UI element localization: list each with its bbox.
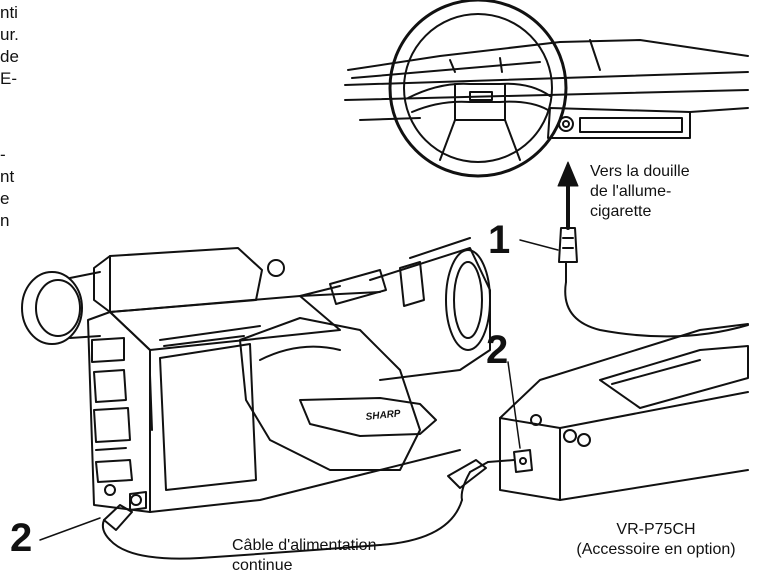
adapter-label: VR-P75CH (Accessoire en option) <box>556 520 756 560</box>
car-dashboard-drawing <box>344 39 749 139</box>
text-fragment: de <box>0 47 19 66</box>
camcorder-drawing <box>21 237 491 513</box>
text-fragment: E- <box>0 69 17 88</box>
step-2-adapter-callout: 2 <box>486 328 509 372</box>
lighter-label-line: de l'allume- <box>590 183 672 200</box>
dc-adapter-drawing <box>499 323 749 501</box>
text-fragment: - <box>0 145 6 164</box>
step-2-camera-callout: 2 <box>10 516 33 560</box>
text-fragment: nt <box>0 167 15 186</box>
lighter-label-line: cigarette <box>590 203 652 220</box>
text-fragment: nti <box>0 3 18 22</box>
lighter-label-line: Vers la douille <box>590 163 690 180</box>
step-1-callout: 1 <box>488 218 511 262</box>
lighter-plug-drawing <box>558 227 749 338</box>
dc-cable-drawing <box>101 459 515 560</box>
brand-badge: SHARP <box>365 408 401 423</box>
text-fragment: ur. <box>0 25 19 44</box>
adapter-model: VR-P75CH <box>616 521 696 538</box>
dc-cable-label: Câble d'alimentation continue <box>232 536 376 576</box>
text-fragment: e <box>0 189 10 208</box>
adapter-note: (Accessoire en option) <box>576 541 736 558</box>
dc-cable-label-line: continue <box>232 557 293 574</box>
text-fragment: n <box>0 211 10 230</box>
lighter-label: Vers la douille de l'allume- cigarette <box>590 162 690 222</box>
dc-cable-label-line: Câble d'alimentation <box>232 537 377 554</box>
steering-wheel-drawing <box>388 0 568 178</box>
